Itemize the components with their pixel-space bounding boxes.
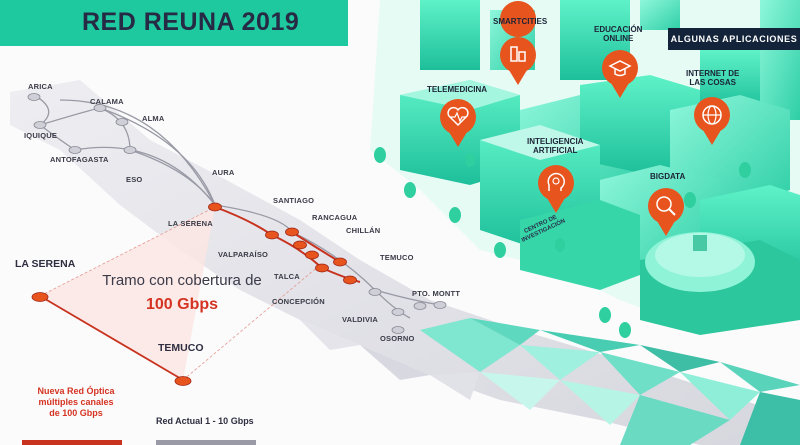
legend-current-swatch	[156, 440, 256, 445]
legend-new-line2: múltiples canales	[38, 397, 114, 407]
city-alma: ALMA	[142, 114, 165, 123]
city-osorno: OSORNO	[380, 334, 415, 343]
city-arica: ARICA	[28, 82, 53, 91]
city-valparaiso: VALPARAÍSO	[218, 250, 269, 259]
app-label-educacion-2: ONLINE	[603, 34, 634, 43]
city-rancagua: RANCAGUA	[312, 213, 358, 222]
app-label-ia-2: ARTIFICIAL	[533, 146, 578, 155]
page-title: RED REUNA 2019	[82, 8, 300, 36]
app-label-iot: INTERNET DE LAS COSAS	[686, 69, 739, 87]
title-bar	[0, 0, 348, 46]
city-aura: AURA	[212, 168, 235, 177]
pin-internet-cosas	[694, 97, 730, 145]
legend-new-line1: Nueva Red Óptica	[37, 386, 115, 396]
city-calama: CALAMA	[90, 97, 124, 106]
coverage-area	[40, 207, 215, 380]
city-la-serena: LA SERENA	[168, 219, 213, 228]
coast-strip	[10, 80, 800, 445]
city-santiago: SANTIAGO	[273, 196, 315, 205]
app-label-educacion-1: EDUCACIÓN	[594, 25, 643, 34]
city-talca: TALCA	[274, 272, 300, 281]
pin-inteligencia	[538, 165, 574, 213]
legend-new-line3: de 100 Gbps	[49, 408, 103, 418]
city-concepcion: CONCEPCIÓN	[272, 297, 325, 306]
city-buildings	[370, 0, 800, 338]
app-label-iot-2: LAS COSAS	[689, 78, 736, 87]
city-pto-montt: PTO. MONTT	[412, 289, 461, 298]
callout-line1: Tramo con cobertura de	[102, 272, 262, 289]
legend-current-network: Red Actual 1 - 10 Gbps	[156, 416, 254, 426]
app-label-educacion: EDUCACIÓN ONLINE	[594, 25, 642, 43]
city-antofagasta: ANTOFAGASTA	[50, 155, 109, 164]
legend-new-network: Nueva Red Óptica múltiples canales de 10…	[28, 386, 124, 419]
city-iquique: IQUIQUE	[24, 131, 58, 140]
pin-bigdata	[648, 188, 684, 236]
callout-line2: 100 Gbps	[145, 296, 219, 313]
network-nodes-new	[31, 202, 357, 386]
callout-to-city: TEMUCO	[158, 342, 204, 354]
app-label-iot-1: INTERNET DE	[686, 69, 740, 78]
city-chillan: CHILLÁN	[346, 226, 381, 235]
app-label-bigdata: BIGDATA	[650, 172, 686, 181]
city-eso: ESO	[126, 175, 143, 184]
network-nodes-current	[27, 93, 447, 334]
city-valdivia: VALDIVIA	[342, 315, 379, 324]
city-temuco: TEMUCO	[380, 253, 414, 262]
pin-smartcities	[500, 1, 537, 85]
callout-from-city: LA SERENA	[15, 258, 76, 270]
app-label-smartcities: SMARTCITIES	[493, 17, 548, 26]
apps-heading: ALGUNAS APLICACIONES	[668, 28, 800, 50]
legend-new-swatch	[22, 440, 122, 445]
pin-educacion	[602, 50, 638, 98]
pin-telemedicina	[440, 99, 476, 147]
app-label-ia: INTELIGENCIA ARTIFICIAL	[527, 137, 583, 155]
app-label-telemedicina: TELEMEDICINA	[427, 85, 487, 94]
app-label-ia-1: INTELIGENCIA	[527, 137, 584, 146]
